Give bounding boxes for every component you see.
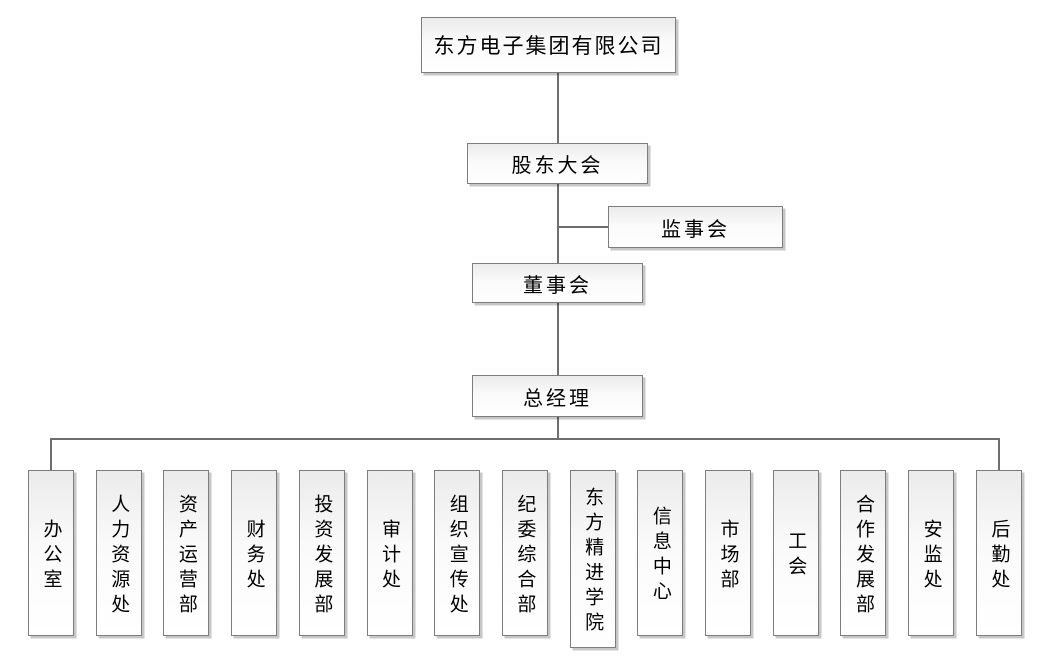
node-department: 安监处 [908, 470, 955, 636]
node-board-of-directors-label: 董事会 [523, 274, 592, 297]
node-department-label: 工会 [785, 531, 807, 581]
connector-board-to-gm [557, 303, 559, 375]
connector-shareholders-to-board [557, 184, 559, 263]
node-general-manager-label: 总经理 [523, 387, 592, 410]
node-department: 合作发展部 [840, 470, 887, 636]
node-department: 信息中心 [637, 470, 684, 636]
node-supervisory-board-label: 监事会 [661, 218, 730, 241]
node-department-label: 信息中心 [649, 506, 671, 606]
node-department-label: 合作发展部 [852, 493, 874, 619]
node-department-label: 安监处 [920, 518, 942, 594]
node-department: 财务处 [231, 470, 278, 636]
node-supervisory-board: 监事会 [608, 206, 783, 248]
node-department: 资产运营部 [163, 470, 210, 636]
connector-drop-left [50, 438, 52, 470]
node-department-label: 后勤处 [988, 518, 1010, 594]
departments-row: 办公室 人力资源处 资产运营部 财务处 投资发展部 审计处 组织宣传处 纪委综合部 东方精进学院… [28, 470, 1022, 648]
node-board-of-directors: 董事会 [472, 263, 643, 303]
node-department: 工会 [772, 470, 819, 636]
node-department-label: 人力资源处 [108, 493, 130, 619]
node-company-root: 东方电子集团有限公司 [421, 17, 676, 73]
node-department: 后勤处 [975, 470, 1022, 636]
node-department-label: 东方精进学院 [582, 487, 604, 637]
node-department: 组织宣传处 [434, 470, 481, 636]
node-department: 东方精进学院 [569, 470, 616, 648]
node-company-root-label: 东方电子集团有限公司 [433, 34, 664, 58]
node-shareholders-meeting-label: 股东大会 [511, 155, 604, 177]
node-general-manager: 总经理 [472, 375, 643, 417]
node-department-label: 组织宣传处 [446, 493, 468, 619]
node-department-label: 办公室 [40, 518, 62, 594]
node-department-label: 纪委综合部 [514, 493, 536, 619]
node-department: 纪委综合部 [501, 470, 548, 636]
node-department: 市场部 [705, 470, 752, 636]
node-department-label: 审计处 [379, 518, 401, 594]
connector-departments-bus [50, 438, 999, 440]
node-department: 人力资源处 [95, 470, 142, 636]
node-department-label: 市场部 [717, 518, 739, 594]
node-department-label: 投资发展部 [311, 493, 333, 619]
connector-root-to-shareholders [557, 73, 559, 143]
connector-drop-right [998, 438, 1000, 470]
node-shareholders-meeting: 股东大会 [467, 143, 648, 184]
node-department-label: 资产运营部 [175, 493, 197, 619]
node-department: 投资发展部 [298, 470, 345, 636]
node-department-label: 财务处 [243, 518, 265, 594]
connector-branch-to-supervisors [558, 226, 608, 228]
node-department: 审计处 [366, 470, 413, 636]
connector-gm-to-bus [557, 417, 559, 439]
node-department: 办公室 [28, 470, 74, 636]
